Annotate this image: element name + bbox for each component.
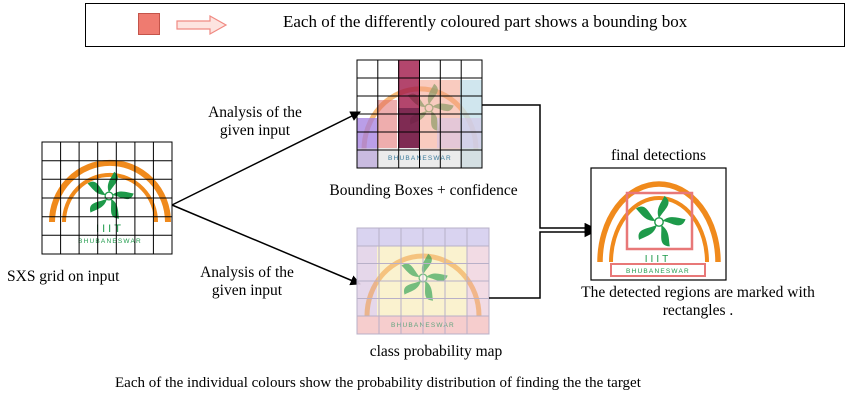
input-logo-text: IIIT	[96, 223, 124, 235]
legend-swatch	[138, 13, 160, 35]
final-detections-title: final detections	[610, 147, 707, 164]
connector-from-class-map	[489, 226, 596, 299]
input-grid-lines	[41, 141, 173, 255]
detected-logo-rectangle	[625, 191, 694, 251]
legend-arrow-icon	[176, 14, 228, 36]
input-grid-image: IIIT BHUBANESWAR	[49, 160, 171, 245]
top-arrow-label: Analysis of the given input	[208, 104, 302, 139]
footer-caption: Each of the individual colours show the …	[115, 375, 641, 391]
connector-from-bounding-boxes	[482, 104, 596, 234]
class-map-caption: class probability map	[369, 343, 503, 360]
input-logo-subtext: BHUBANESWAR	[78, 238, 142, 245]
bottom-arrow-label: Analysis of the given input	[200, 264, 294, 299]
output-logo-subtext: BHUBANESWAR	[626, 268, 690, 275]
class-map-grid-lines	[356, 227, 490, 335]
arrow-to-bounding-boxes	[171, 111, 361, 206]
final-detections-caption: The detected regions are marked with rec…	[581, 284, 815, 319]
output-logo-text: IIIT	[645, 254, 671, 265]
legend-box	[85, 3, 845, 47]
legend-text: Each of the differently coloured part sh…	[283, 12, 688, 31]
input-caption: SXS grid on input	[7, 268, 120, 285]
final-detections-image: IIIT BHUBANESWAR	[590, 167, 727, 281]
detected-text-rectangle	[610, 263, 706, 277]
bounding-boxes-caption: Bounding Boxes + confidence	[329, 182, 518, 199]
bounding-boxes-image: BHUBANESWAR	[357, 60, 482, 168]
bounding-boxes-grid-lines	[356, 59, 483, 169]
class-map-logo-subtext: BHUBANESWAR	[391, 322, 455, 329]
arrow-to-class-map	[171, 204, 361, 286]
